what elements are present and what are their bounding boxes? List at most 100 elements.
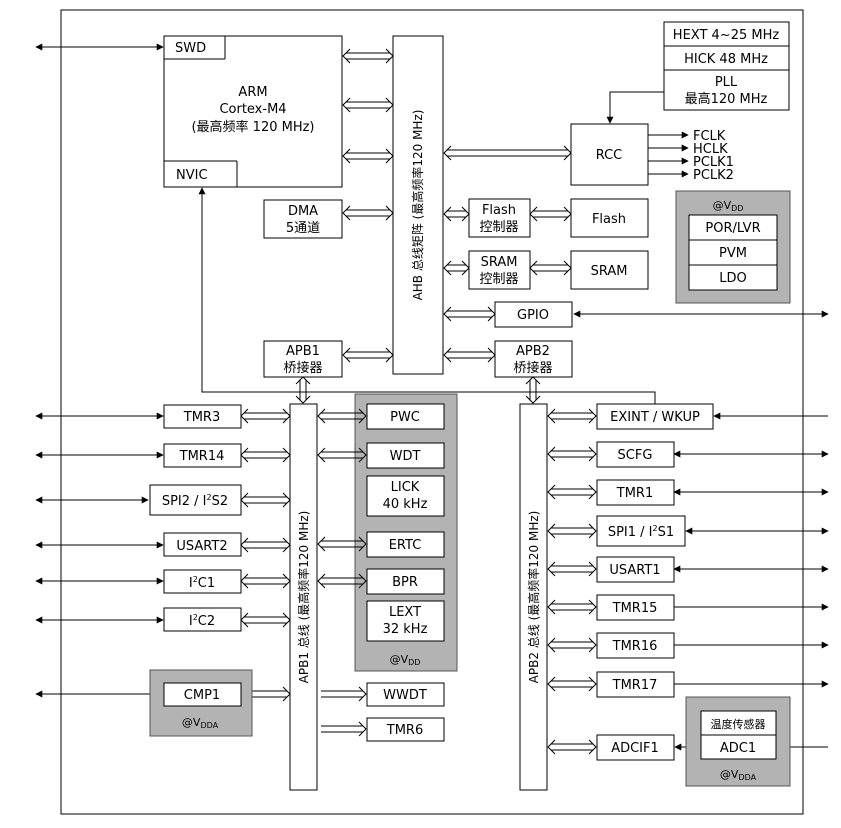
adc-vdda-label: @VDDA: [720, 768, 757, 782]
spi1-i2s1-label: SPI1 / I2S1: [608, 524, 674, 540]
fclk-label: FCLK: [693, 129, 726, 144]
bridge-bus-links: [295, 376, 541, 404]
cmp-vdda-label: @VDDA: [182, 716, 219, 730]
sram-label: SRAM: [591, 264, 628, 279]
apb2-bridge-label: APB2: [516, 344, 550, 359]
pvm-block: [688, 239, 778, 266]
tmr14-block: [163, 443, 242, 468]
temp-sensor-label: 温度传感器: [711, 717, 766, 731]
exint-nvic-line: [198, 187, 656, 404]
rcc-block: [570, 123, 649, 186]
arm-label: ARM: [238, 85, 267, 100]
usart2-label: USART2: [176, 539, 227, 554]
tmr6-block: [366, 717, 445, 742]
pll-to-rcc-arrow: [606, 91, 664, 124]
apb1-left-bus-links: [240, 408, 291, 702]
wwdt-label: WWDT: [383, 688, 427, 703]
por-lvr-label: POR/LVR: [705, 221, 760, 236]
power-vdd-label: @VDD: [713, 199, 744, 213]
tmr17-label: TMR17: [612, 678, 658, 693]
hick-label: HICK 48 MHz: [684, 52, 768, 67]
apb1-right-bus-links: [317, 408, 367, 737]
hick-block: [663, 45, 790, 71]
ahb-bus-label: AHB 总线矩阵 (最高频率120 MHz): [410, 110, 425, 301]
apb1-bus-label: APB1 总线 (最高频率120 MHz): [296, 511, 311, 684]
spi1-i2s1-block: [596, 515, 686, 547]
cmp1-block: [163, 682, 242, 707]
pll-label: PLL: [715, 75, 738, 90]
apb2-bus-links: [547, 408, 597, 755]
ertc-block: [366, 531, 445, 558]
tmr3-block: [163, 404, 242, 429]
adcif1-block: [596, 734, 675, 761]
apb1-bridge-label: APB1: [286, 344, 320, 359]
bpr-block: [366, 568, 445, 595]
apb1-vdd-label: @VDD: [390, 653, 421, 667]
gpio-label: GPIO: [517, 308, 549, 323]
scfg-label: SCFG: [618, 448, 653, 463]
dma-label: DMA: [288, 204, 318, 219]
tmr3-label: TMR3: [183, 410, 220, 425]
flash-block: [570, 198, 649, 238]
apb1-left-links: [35, 412, 164, 698]
bpr-label: BPR: [392, 575, 418, 590]
apb2-bridge: [494, 340, 573, 378]
pll-freq-label: 最高120 MHz: [685, 91, 768, 107]
tmr17-block: [596, 671, 675, 698]
apb1-bridge: [263, 340, 343, 378]
flash-ctrl-label: Flash: [482, 203, 516, 218]
spi2-i2s2-label: SPI2 / I2S2: [162, 493, 228, 509]
ldo-label: LDO: [719, 271, 747, 286]
lext-block: [366, 600, 445, 642]
pclk1-label: PCLK1: [693, 155, 734, 170]
swd-label: SWD: [175, 41, 206, 56]
lext-freq-label: 32 kHz: [383, 622, 428, 637]
tmr1-label: TMR1: [616, 486, 653, 501]
exint-wkup-label: EXINT / WKUP: [610, 410, 700, 425]
pll-block: [663, 69, 790, 111]
tmr16-label: TMR16: [612, 639, 658, 654]
hext-block: [663, 21, 790, 47]
tmr1-block: [596, 479, 675, 506]
gpio-block: [494, 301, 573, 328]
rcc-label: RCC: [596, 148, 623, 163]
clock-outputs: [648, 131, 689, 178]
apb2-bus-label: APB2 总线 (最高频率120 MHz): [526, 511, 541, 684]
sram-block: [570, 250, 649, 290]
tmr16-block: [596, 632, 675, 659]
apb1-bridge-sub: 桥接器: [283, 360, 322, 376]
usart1-block: [596, 556, 675, 583]
spi2-i2s2-block: [149, 484, 242, 516]
flash-controller: [468, 198, 531, 238]
i2c1-label: I2C1: [189, 575, 215, 591]
flash-label: Flash: [592, 212, 626, 227]
cmp1-label: CMP1: [184, 688, 220, 703]
tmr6-label: TMR6: [386, 723, 423, 738]
sram-ctrl-label: SRAM: [481, 255, 518, 270]
apb2-external-links: [673, 412, 829, 751]
i2c2-block: [163, 607, 242, 632]
exint-wkup-block: [596, 403, 714, 430]
adcif1-label: ADCIF1: [611, 741, 659, 756]
ertc-label: ERTC: [389, 538, 422, 553]
wdt-block: [366, 442, 445, 469]
nvic-label: NVIC: [176, 168, 208, 183]
core-ahb-links: [342, 48, 394, 363]
ahb-bus-matrix: [392, 35, 444, 375]
lext-label: LEXT: [389, 605, 421, 620]
usart1-label: USART1: [609, 563, 660, 578]
adc1-block: [700, 734, 777, 760]
lick-block: [366, 475, 445, 517]
cortex-label: Cortex-M4: [219, 102, 286, 117]
pvm-label: PVM: [719, 246, 747, 261]
pwc-block: [366, 403, 445, 430]
arm-core-block: [163, 35, 343, 188]
i2c2-label: I2C2: [189, 613, 215, 629]
lick-label: LICK: [391, 480, 420, 495]
pclk2-label: PCLK2: [693, 168, 734, 183]
tmr14-label: TMR14: [179, 449, 225, 464]
por-lvr-block: [688, 214, 778, 241]
tmr15-label: TMR15: [612, 601, 658, 616]
temp-sensor-block: [700, 710, 777, 736]
